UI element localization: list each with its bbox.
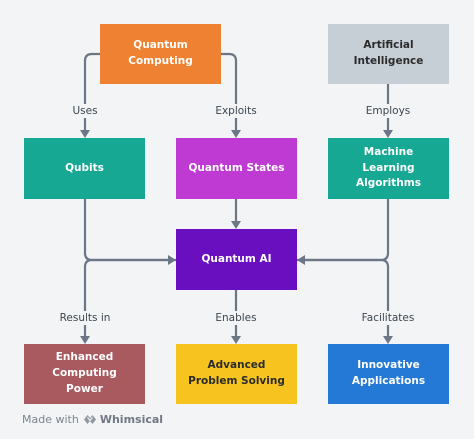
node-label: Quantum AI <box>201 252 272 265</box>
arrowhead-exploits <box>231 130 241 138</box>
edge-label-exploits: Exploits <box>212 104 260 118</box>
node-qubits[interactable]: Qubits <box>24 138 145 199</box>
node-quantum-states[interactable]: Quantum States <box>176 138 297 199</box>
node-label: Qubits <box>65 161 104 174</box>
edge-exploits <box>219 52 238 133</box>
edge-facilitates <box>295 258 390 339</box>
node-machine-learning-algorithms[interactable]: Machine Learning Algorithms <box>328 138 449 199</box>
node-artificial-intelligence[interactable]: Artificial Intelligence <box>328 24 449 84</box>
node-label: Advanced Problem Solving <box>188 359 285 387</box>
edge-label-results-in: Results in <box>56 311 114 325</box>
node-advanced-problem-solving[interactable]: Advanced Problem Solving <box>176 344 297 404</box>
node-label: Quantum States <box>188 161 285 174</box>
edge-label-facilitates: Facilitates <box>358 311 418 325</box>
footer-brand: Whimsical <box>83 413 163 426</box>
node-innovative-applications[interactable]: Innovative Applications <box>328 344 449 404</box>
node-label: Quantum Computing <box>128 39 193 67</box>
edge-label-enables: Enables <box>212 311 260 325</box>
arrowhead-enables <box>231 336 241 344</box>
arrowhead-results-in <box>80 336 90 344</box>
footer-made-with-text: Made with <box>22 413 79 426</box>
edge-qubits-to-quantum-ai <box>83 197 171 262</box>
edge-ml-to-quantum-ai <box>302 197 390 262</box>
node-label: Innovative Applications <box>351 359 426 387</box>
arrowhead-employs <box>383 130 393 138</box>
arrowhead-uses <box>80 130 90 138</box>
footer-brand-name: Whimsical <box>99 413 164 426</box>
edge-label-uses: Uses <box>69 104 101 118</box>
edge-uses <box>83 52 102 133</box>
whimsical-logo-icon <box>83 415 96 424</box>
node-quantum-ai[interactable]: Quantum AI <box>176 229 297 290</box>
arrowhead-states-to-quantum-ai <box>231 221 241 229</box>
node-label: Machine Learning Algorithms <box>356 145 421 190</box>
edge-results-in <box>83 258 178 339</box>
node-label: Artificial Intelligence <box>353 39 424 67</box>
node-label: Enhanced Computing Power <box>52 351 117 395</box>
node-quantum-computing[interactable]: Quantum Computing <box>100 24 221 84</box>
node-enhanced-computing-power[interactable]: Enhanced Computing Power <box>24 344 145 404</box>
footer-made-with-whimsical[interactable]: Made with Whimsical <box>22 413 163 426</box>
arrowhead-facilitates <box>383 336 393 344</box>
edge-label-employs: Employs <box>362 104 414 118</box>
